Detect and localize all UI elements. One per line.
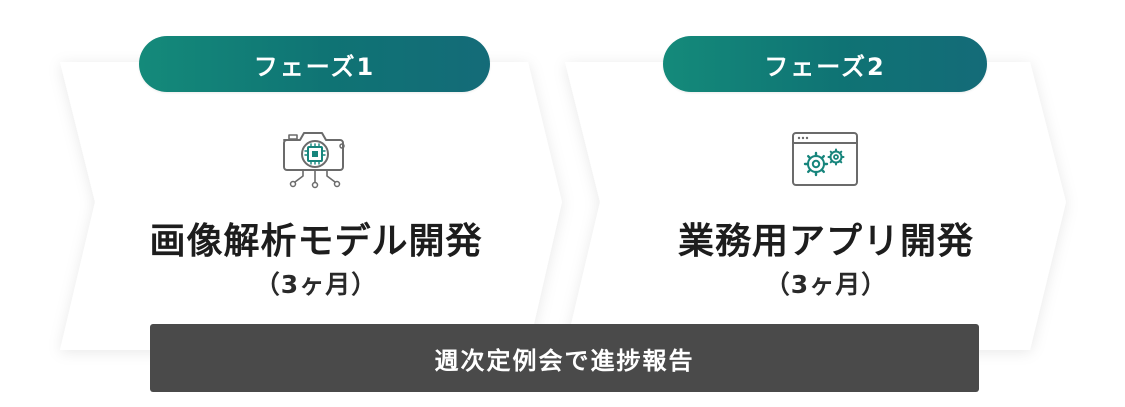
phase-2-title: 業務用アプリ開発 (677, 221, 974, 262)
ai-camera-icon (283, 132, 345, 189)
phase-2-chevron (565, 62, 1066, 350)
phase-2-duration: （3ヶ月） (764, 270, 888, 299)
app-window-gears-icon (792, 132, 858, 186)
weekly-meeting-banner: 週次定例会で進捗報告 (150, 324, 979, 392)
phase-1-duration: （3ヶ月） (254, 270, 378, 299)
phase-1-chevron (60, 62, 562, 350)
phase-2-badge: フェーズ2 (663, 36, 987, 92)
phase-1-title: 画像解析モデル開発 (149, 221, 483, 262)
phase-1-badge: フェーズ1 (139, 36, 490, 92)
